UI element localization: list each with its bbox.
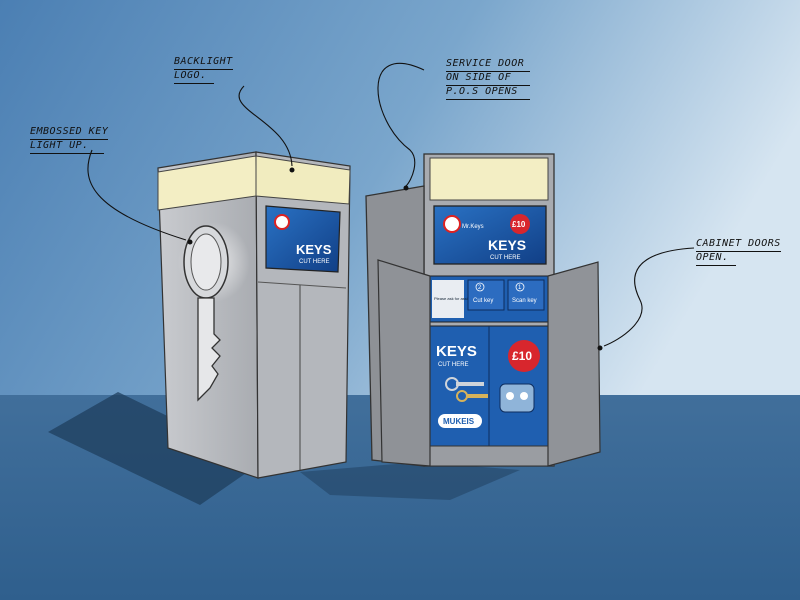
cabinet-door-left[interactable] [377, 259, 431, 467]
keys-graphic-icon [445, 377, 488, 402]
screen-price: £10 [512, 220, 526, 229]
panel-title: KEYS [436, 343, 477, 360]
screen-subtitle-right: CUT HERE [490, 255, 521, 261]
annotation-line: Service door [446, 58, 530, 72]
screen-title-right: KEYS [488, 237, 526, 253]
panel-price: £10 [512, 349, 532, 363]
annotation-service-door: Service door on side of P.O.S opens [446, 58, 530, 100]
scan-key-label: Scan key [512, 298, 537, 304]
annotation-line: P.O.S opens [446, 86, 530, 100]
logo-icon [274, 214, 290, 230]
scan-key-number-circle [515, 282, 525, 292]
annotation-cabinet-doors: Cabinet doors open. [696, 238, 781, 266]
annotation-line: Embossed key [30, 126, 109, 140]
annotation-line: on side of [446, 72, 530, 86]
screen-logo: Mr.Keys [462, 224, 484, 230]
open-kiosk: Mr.Keys £10 KEYS CUT HERE Please ask for… [300, 153, 601, 500]
info-label [432, 280, 464, 318]
cut-key-number: 2 [478, 285, 482, 291]
screen-title: KEYS [296, 242, 332, 257]
closed-kiosk: KEYS CUT HERE [48, 151, 351, 505]
annotation-line: open. [696, 252, 736, 266]
annotation-backlight-logo: Backlight logo. [174, 56, 233, 84]
annotation-line: logo. [174, 70, 214, 84]
kiosk-shadow [48, 392, 262, 505]
annotation-dots [187, 167, 603, 351]
price-badge-screen [510, 214, 530, 234]
info-text: Please ask for assistance [434, 296, 480, 301]
screen-subtitle: CUT HERE [299, 259, 330, 265]
cut-key-number-circle [475, 282, 485, 292]
backlight-panel [429, 157, 549, 201]
annotation-embossed-key: Embossed key light up. [30, 126, 109, 154]
annotation-line: light up. [30, 140, 104, 154]
annotation-leaders [87, 62, 695, 347]
price-badge [508, 340, 540, 372]
cabinet-door-right[interactable] [547, 261, 601, 467]
panel-logo: MUKEIS [443, 417, 475, 426]
kiosk-shadow-right [300, 462, 520, 500]
embossed-key-icon [178, 222, 250, 402]
panel-subtitle: CUT HERE [438, 362, 469, 368]
scan-key-number: 1 [518, 285, 522, 291]
panel-logo-badge [438, 414, 482, 428]
kiosk-base [423, 445, 555, 467]
cut-key-label: Cut key [473, 298, 493, 304]
annotation-line: Cabinet doors [696, 238, 781, 252]
logo-icon-right [443, 215, 461, 233]
door-top-edge [257, 281, 347, 289]
cut-key-button[interactable] [467, 279, 505, 311]
scan-key-button[interactable] [507, 279, 545, 311]
robot-mascot-icon [499, 383, 535, 413]
backlight-panel-front [255, 155, 351, 205]
annotation-line: Backlight [174, 56, 233, 70]
